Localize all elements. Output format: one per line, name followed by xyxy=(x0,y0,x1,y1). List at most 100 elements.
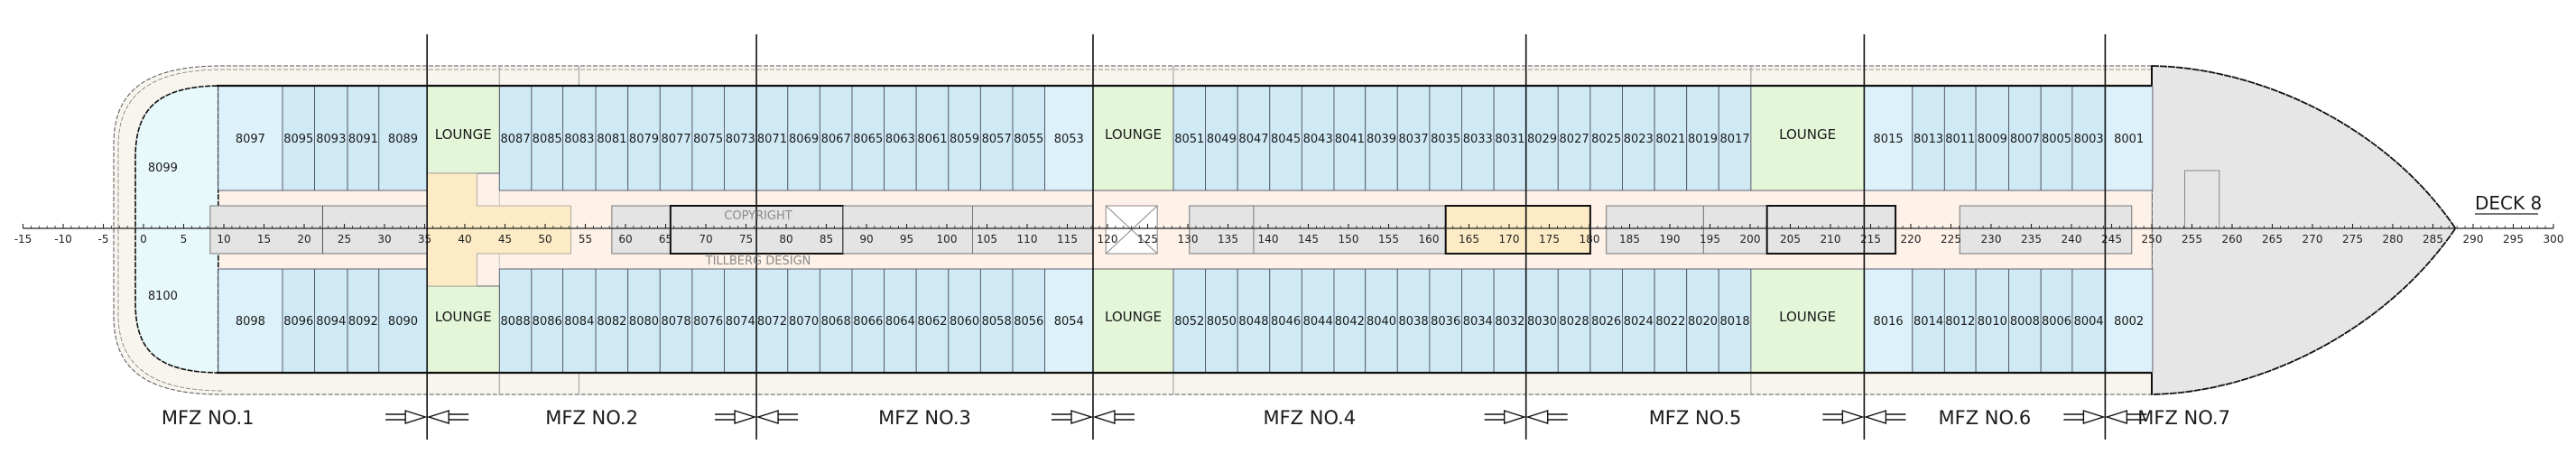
cabin-box[interactable] xyxy=(1525,85,1559,191)
cabin[interactable]: 8040 xyxy=(1365,268,1398,374)
cabin[interactable]: 8010 xyxy=(1975,268,2010,374)
cabin[interactable]: 8014 xyxy=(1912,268,1945,374)
cabin-box[interactable] xyxy=(218,85,283,191)
cabin[interactable]: 8058 xyxy=(979,268,1014,374)
cabin-box[interactable] xyxy=(282,85,316,191)
cabin[interactable]: 8086 xyxy=(531,268,564,374)
cabin[interactable]: 8089 xyxy=(378,85,428,191)
cabin-box[interactable] xyxy=(1365,268,1398,374)
cabin[interactable]: 8061 xyxy=(915,85,950,191)
cabin[interactable]: 8021 xyxy=(1654,85,1688,191)
cabin[interactable]: 8065 xyxy=(851,85,885,191)
cabin[interactable]: 8042 xyxy=(1333,268,1367,374)
lounge[interactable]: LOUNGE xyxy=(426,85,500,174)
cabin-box[interactable] xyxy=(314,85,348,191)
cabin[interactable]: 8026 xyxy=(1589,268,1623,374)
cabin-box[interactable] xyxy=(378,268,428,374)
cabin[interactable]: 8057 xyxy=(979,85,1014,191)
cabin[interactable]: 8012 xyxy=(1943,268,1977,374)
cabin[interactable]: 8096 xyxy=(282,268,316,374)
cabin-box[interactable] xyxy=(1686,268,1719,374)
cabin[interactable]: 8016 xyxy=(1863,268,1913,374)
cabin[interactable]: 8060 xyxy=(948,268,981,374)
cabin[interactable]: 8063 xyxy=(884,85,917,191)
cabin[interactable]: 8093 xyxy=(314,85,348,191)
cabin-box[interactable] xyxy=(2071,85,2106,191)
cabin-box[interactable] xyxy=(1429,85,1462,191)
cabin[interactable]: 8020 xyxy=(1686,268,1719,374)
cabin-box[interactable] xyxy=(314,268,348,374)
cabin[interactable]: 8027 xyxy=(1557,85,1591,191)
cabin[interactable]: 8076 xyxy=(691,268,725,374)
cabin[interactable]: 8047 xyxy=(1237,85,1271,191)
cabin-box[interactable] xyxy=(755,268,789,374)
lounge[interactable]: LOUNGE xyxy=(1092,85,1174,191)
cabin-box[interactable] xyxy=(915,268,950,374)
cabin[interactable]: 8009 xyxy=(1975,85,2010,191)
cabin-box[interactable] xyxy=(1237,85,1271,191)
cabin[interactable]: 8036 xyxy=(1429,268,1462,374)
cabin[interactable]: 8082 xyxy=(595,268,629,374)
cabin[interactable]: 8085 xyxy=(531,85,564,191)
cabin[interactable]: 8041 xyxy=(1333,85,1367,191)
cabin[interactable]: 8039 xyxy=(1365,85,1398,191)
cabin[interactable]: 8050 xyxy=(1205,268,1238,374)
cabin-box[interactable] xyxy=(1044,85,1094,191)
cabin[interactable]: 8090 xyxy=(378,268,428,374)
cabin[interactable]: 8087 xyxy=(498,85,533,191)
cabin-box[interactable] xyxy=(1333,268,1367,374)
cabin[interactable]: 8025 xyxy=(1589,85,1623,191)
cabin[interactable]: 8045 xyxy=(1269,85,1302,191)
cabin[interactable]: 8062 xyxy=(915,268,950,374)
cabin[interactable]: 8046 xyxy=(1269,268,1302,374)
cabin[interactable]: 8006 xyxy=(2040,268,2073,374)
cabin-box[interactable] xyxy=(347,268,380,374)
cabin[interactable]: 8035 xyxy=(1429,85,1462,191)
cabin-box[interactable] xyxy=(2008,268,2042,374)
lounge-area[interactable] xyxy=(426,285,500,374)
cabin-box[interactable] xyxy=(1365,85,1398,191)
cabin[interactable]: 8019 xyxy=(1686,85,1719,191)
cabin[interactable]: 8053 xyxy=(1044,85,1094,191)
cabin-box[interactable] xyxy=(724,85,757,191)
cabin-box[interactable] xyxy=(884,268,917,374)
cabin-box[interactable] xyxy=(1622,268,1655,374)
cabin[interactable]: 8055 xyxy=(1012,85,1046,191)
cabin[interactable]: 8069 xyxy=(787,85,820,191)
cabin[interactable]: 8028 xyxy=(1557,268,1591,374)
cabin-box[interactable] xyxy=(1396,85,1431,191)
cabin-box[interactable] xyxy=(884,85,917,191)
cabin[interactable]: 8084 xyxy=(562,268,597,374)
cabin[interactable]: 8083 xyxy=(562,85,597,191)
cabin[interactable]: 8059 xyxy=(948,85,981,191)
lounge-area[interactable] xyxy=(1092,85,1174,191)
cabin-box[interactable] xyxy=(1269,268,1302,374)
cabin[interactable]: 8073 xyxy=(724,85,757,191)
cabin[interactable]: 8056 xyxy=(1012,268,1046,374)
cabin[interactable]: 8066 xyxy=(851,268,885,374)
cabin[interactable]: 8043 xyxy=(1301,85,1335,191)
cabin-box[interactable] xyxy=(562,85,597,191)
cabin-box[interactable] xyxy=(1654,85,1688,191)
cabin[interactable]: 8015 xyxy=(1863,85,1913,191)
cabin-box[interactable] xyxy=(948,268,981,374)
cabin-box[interactable] xyxy=(562,268,597,374)
cabin[interactable]: 8067 xyxy=(819,85,853,191)
cabin[interactable]: 8064 xyxy=(884,268,917,374)
cabin[interactable]: 8013 xyxy=(1912,85,1945,191)
cabin[interactable]: 8034 xyxy=(1461,268,1495,374)
cabin-box[interactable] xyxy=(1172,85,1207,191)
cabin[interactable]: 8079 xyxy=(627,85,661,191)
cabin-box[interactable] xyxy=(1557,268,1591,374)
cabin[interactable]: 8004 xyxy=(2071,268,2106,374)
cabin[interactable]: 8054 xyxy=(1044,268,1094,374)
cabin[interactable]: 8098 xyxy=(218,268,283,374)
cabin[interactable]: 8097 xyxy=(218,85,283,191)
cabin-box[interactable] xyxy=(218,268,283,374)
cabin[interactable]: 8072 xyxy=(755,268,789,374)
cabin[interactable]: 8075 xyxy=(691,85,725,191)
cabin-box[interactable] xyxy=(1429,268,1462,374)
cabin-box[interactable] xyxy=(1863,268,1913,374)
lounge-area[interactable] xyxy=(1750,85,1865,191)
cabin-box[interactable] xyxy=(1943,85,1977,191)
